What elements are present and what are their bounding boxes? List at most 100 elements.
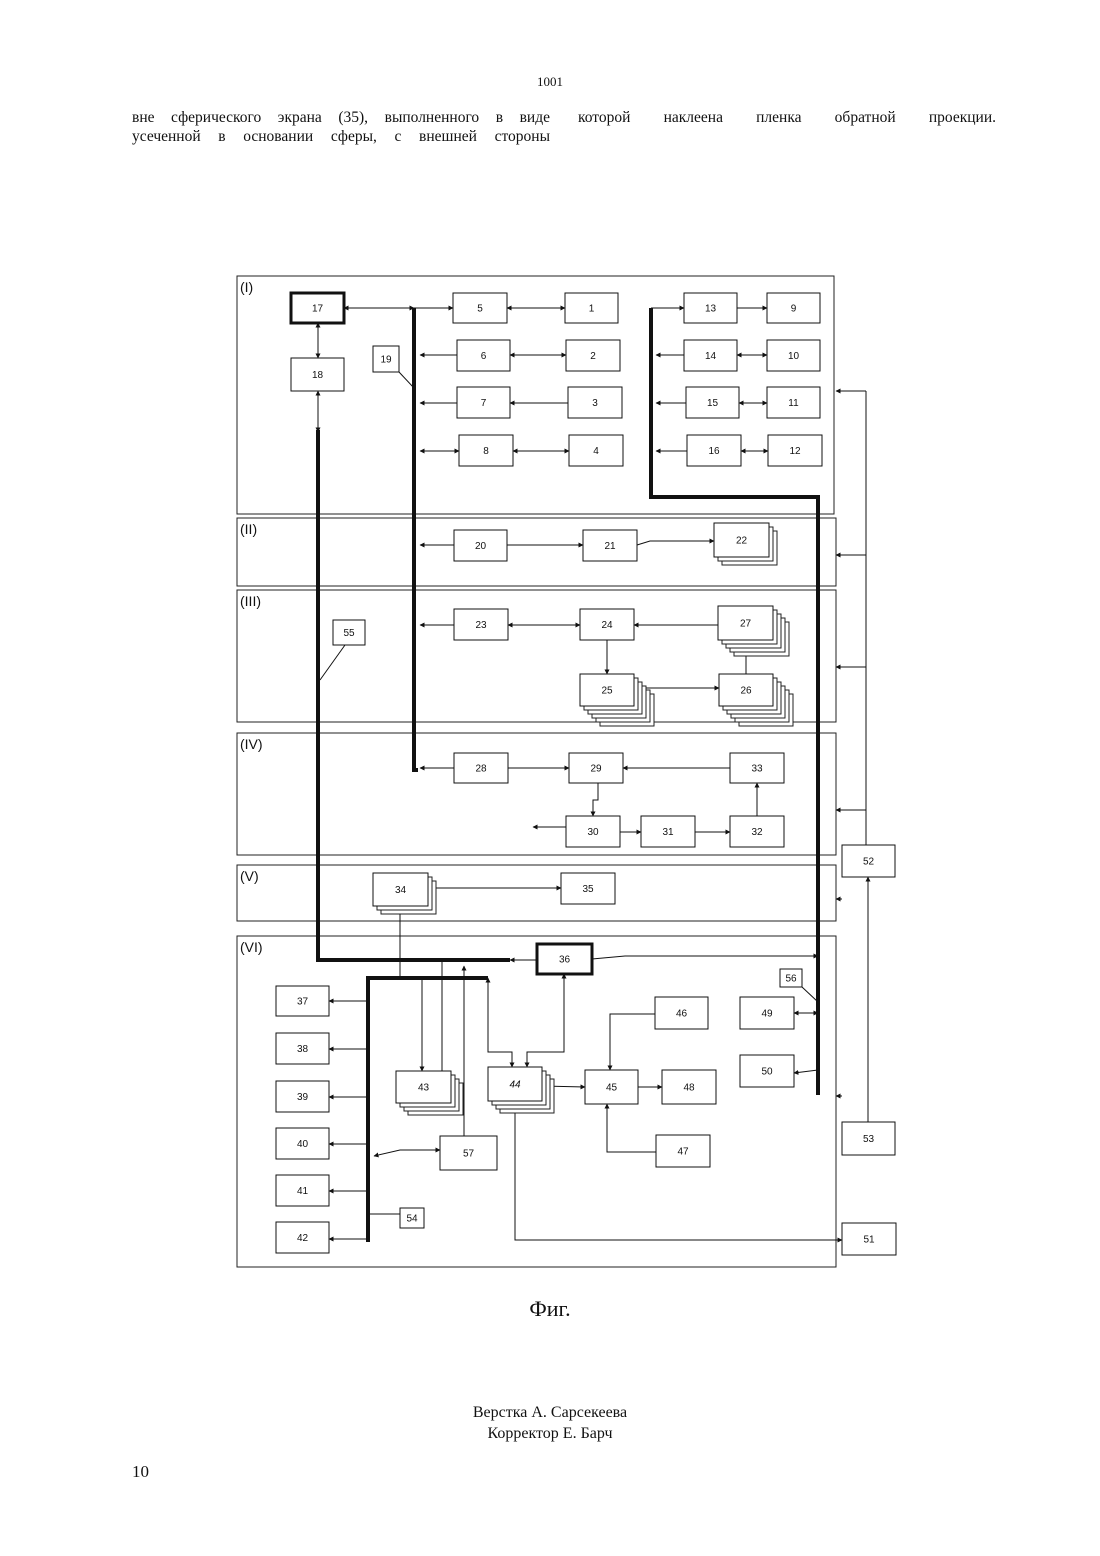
- block-42: 42: [276, 1222, 329, 1253]
- block-30: 30: [566, 816, 620, 847]
- block-39-label: 39: [297, 1092, 309, 1103]
- block-36: 36: [537, 944, 592, 974]
- block-26-label: 26: [740, 686, 752, 697]
- block-45-label: 45: [606, 1083, 618, 1094]
- block-45: 45: [585, 1070, 638, 1104]
- block-40: 40: [276, 1128, 329, 1159]
- text-column-left: вне сферического экрана (35), выполненно…: [132, 108, 550, 146]
- block-25-label: 25: [601, 686, 613, 697]
- block-24-label: 24: [601, 620, 613, 631]
- block-37: 37: [276, 986, 329, 1016]
- block-8: 8: [459, 435, 513, 466]
- connector-line: [399, 372, 414, 388]
- section-label-1: (I): [240, 279, 253, 295]
- block-19-label: 19: [380, 355, 392, 366]
- block-19: 19: [373, 346, 399, 372]
- block-48: 48: [662, 1070, 716, 1104]
- block-42-label: 42: [297, 1233, 309, 1244]
- block-22-label: 22: [736, 536, 748, 547]
- block-12: 12: [768, 435, 822, 466]
- block-diagram: 1718195162738413914101511161220212255232…: [230, 270, 910, 1280]
- block-35-label: 35: [582, 884, 594, 895]
- block-38: 38: [276, 1033, 329, 1064]
- block-46-label: 46: [676, 1009, 688, 1020]
- connector-line: [794, 1070, 818, 1073]
- connector-line: [488, 978, 512, 1067]
- block-16-label: 16: [708, 446, 720, 457]
- block-50: 50: [740, 1055, 794, 1087]
- block-41-label: 41: [297, 1186, 309, 1197]
- block-14: 14: [684, 340, 737, 371]
- block-9-label: 9: [791, 304, 797, 315]
- block-15: 15: [686, 387, 739, 418]
- connector-line: [593, 783, 598, 816]
- block-10: 10: [767, 340, 820, 371]
- block-20: 20: [454, 530, 507, 561]
- block-39: 39: [276, 1081, 329, 1112]
- block-6: 6: [457, 340, 510, 371]
- block-4-label: 4: [593, 446, 599, 457]
- block-43-label: 43: [418, 1083, 430, 1094]
- text-column-right: которой наклеена пленка обратной проекци…: [578, 108, 996, 127]
- block-55-label: 55: [343, 628, 355, 639]
- block-57-label: 57: [463, 1149, 475, 1160]
- block-13: 13: [684, 293, 737, 323]
- block-10-label: 10: [788, 351, 800, 362]
- section-frame-5: [237, 865, 836, 921]
- credits: Верстка А. Сарсекеева Корректор Е. Барч: [0, 1402, 1100, 1444]
- page-number: 10: [132, 1462, 149, 1482]
- block-14-label: 14: [705, 351, 717, 362]
- block-23: 23: [454, 609, 508, 640]
- block-2: 2: [566, 340, 620, 371]
- block-24: 24: [580, 609, 634, 640]
- block-34-label: 34: [395, 885, 407, 896]
- text-line: усеченной в основании сферы, с внешней с…: [132, 127, 550, 146]
- block-32-label: 32: [751, 827, 763, 838]
- proofreader-credit: Корректор Е. Барч: [0, 1423, 1100, 1444]
- block-35: 35: [561, 873, 615, 904]
- block-52-label: 52: [863, 857, 875, 868]
- block-2-label: 2: [590, 351, 596, 362]
- block-11-label: 11: [788, 398, 799, 409]
- block-53-label: 53: [863, 1134, 875, 1145]
- text-line: вне сферического экрана (35), выполненно…: [132, 108, 550, 127]
- block-1-label: 1: [589, 304, 595, 315]
- figure-caption: Фиг.: [0, 1296, 1100, 1322]
- block-48-label: 48: [683, 1083, 695, 1094]
- block-5: 5: [453, 293, 507, 323]
- block-27: 27: [718, 606, 789, 656]
- block-9: 9: [767, 293, 820, 323]
- layout-credit: Верстка А. Сарсекеева: [0, 1402, 1100, 1423]
- block-53: 53: [842, 1122, 895, 1155]
- block-31-label: 31: [662, 827, 674, 838]
- section-label-4: (IV): [240, 736, 263, 752]
- block-32: 32: [730, 816, 784, 847]
- block-5-label: 5: [477, 304, 483, 315]
- block-15-label: 15: [707, 398, 719, 409]
- block-49: 49: [740, 997, 794, 1029]
- block-46: 46: [655, 997, 708, 1029]
- block-18-label: 18: [312, 370, 324, 381]
- block-28-label: 28: [475, 764, 487, 775]
- block-28: 28: [454, 753, 508, 783]
- block-29-label: 29: [590, 764, 602, 775]
- block-33-label: 33: [751, 764, 763, 775]
- block-51-label: 51: [863, 1235, 875, 1246]
- block-43: 43: [396, 1071, 463, 1115]
- block-41: 41: [276, 1175, 329, 1206]
- thick-bus-1: [414, 308, 418, 770]
- block-23-label: 23: [475, 620, 487, 631]
- block-11: 11: [767, 387, 820, 418]
- block-52: 52: [842, 845, 895, 877]
- block-40-label: 40: [297, 1139, 309, 1150]
- block-54-label: 54: [406, 1214, 418, 1225]
- block-18: 18: [291, 358, 344, 391]
- block-7-label: 7: [481, 398, 487, 409]
- block-27-label: 27: [740, 619, 752, 630]
- block-4: 4: [569, 435, 623, 466]
- block-21: 21: [583, 530, 637, 561]
- connector-line: [374, 1150, 440, 1156]
- block-56: 56: [780, 969, 802, 987]
- block-3: 3: [568, 387, 622, 418]
- block-30-label: 30: [587, 827, 599, 838]
